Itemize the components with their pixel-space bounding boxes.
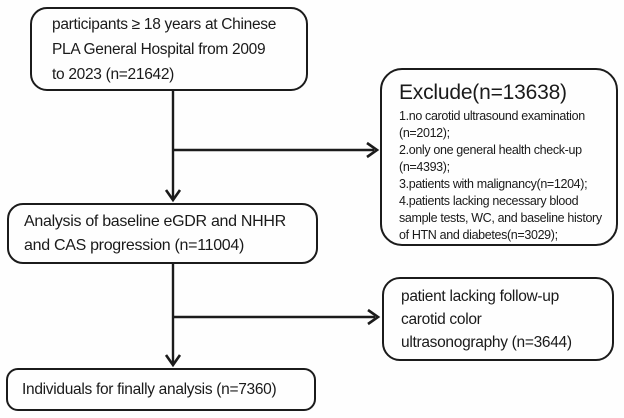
box-followup-exclusion: patient lacking follow-up carotid color …	[382, 277, 614, 361]
box-analysis: Analysis of baseline eGDR and NHHR and C…	[7, 203, 318, 264]
exclude-item-2: 2.only one general health check-up (n=43…	[399, 143, 582, 174]
arrow-branch-to-exclude	[173, 141, 380, 159]
followup-text: patient lacking follow-up carotid color …	[401, 287, 572, 351]
final-text: Individuals for finally analysis (n=7360…	[22, 380, 277, 398]
exclude-item-4: 4.patients lacking necessary blood sampl…	[399, 194, 602, 242]
analysis-text: Analysis of baseline eGDR and NHHR and C…	[24, 212, 286, 254]
box-exclude: Exclude(n=13638) 1.no carotid ultrasound…	[380, 68, 618, 246]
participants-text: participants ≥ 18 years at Chinese PLA G…	[52, 15, 277, 83]
exclude-item-1: 1.no carotid ultrasound examination (n=2…	[399, 109, 585, 140]
arrow-participants-to-analysis	[164, 90, 182, 203]
arrow-analysis-to-final	[164, 263, 182, 368]
arrow-branch-to-followup	[173, 308, 381, 326]
exclude-item-3: 3.patients with malignancy(n=1204);	[399, 177, 588, 191]
exclude-title: Exclude(n=13638)	[399, 81, 567, 104]
box-participants: participants ≥ 18 years at Chinese PLA G…	[30, 7, 308, 91]
box-final-analysis: Individuals for finally analysis (n=7360…	[6, 368, 316, 411]
